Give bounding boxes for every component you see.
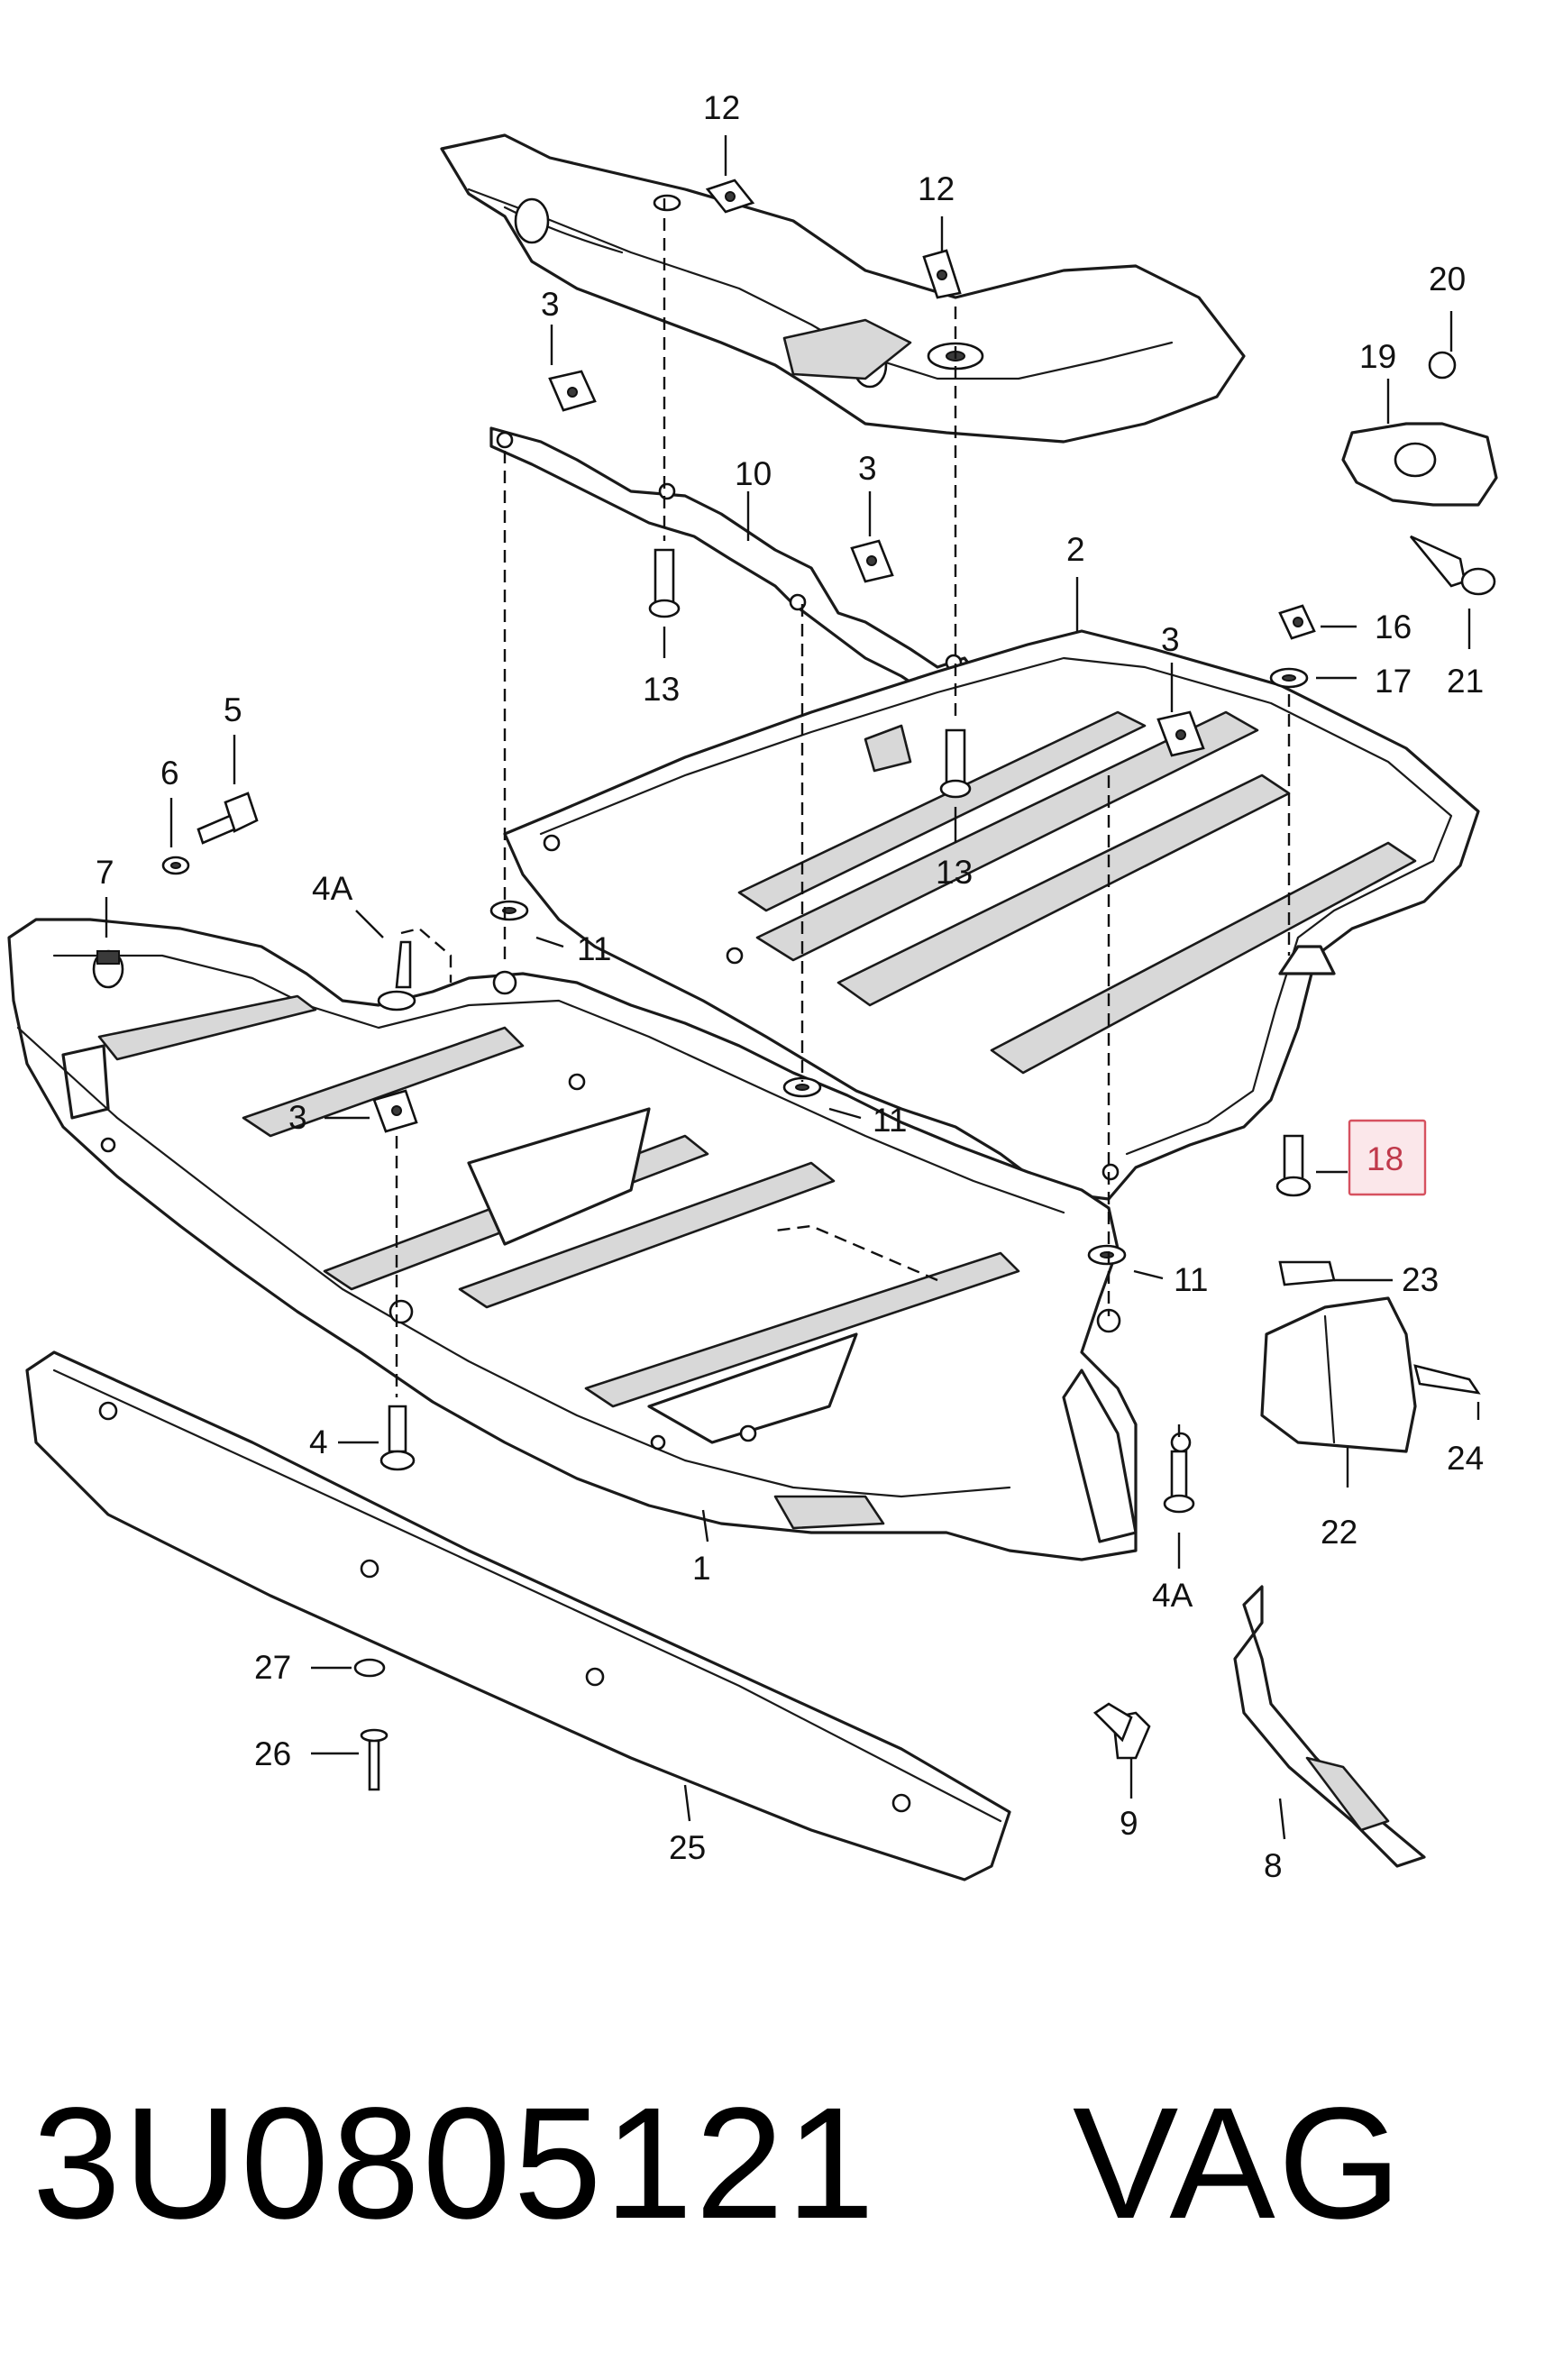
- assembly-lines: [395, 198, 1291, 1442]
- deflector-strip-25: [25, 1350, 1011, 1881]
- main-undertray-1: [7, 918, 1192, 1561]
- callout-11: 11: [577, 930, 611, 967]
- callout-24: 24: [1447, 1440, 1484, 1477]
- callout-3: 3: [288, 1099, 307, 1136]
- highlighted-callout-box: [1348, 1119, 1427, 1196]
- callout-11: 11: [873, 1102, 907, 1139]
- callout-21: 21: [1447, 663, 1484, 700]
- callout-27: 27: [254, 1649, 291, 1686]
- callout-18-highlighted: 18: [1367, 1140, 1403, 1177]
- callout-12: 12: [703, 89, 740, 126]
- callout-5: 5: [224, 691, 242, 728]
- callout-22: 22: [1321, 1514, 1357, 1551]
- callout-19: 19: [1359, 338, 1396, 375]
- fastener-cluster-left: [92, 792, 452, 1012]
- callout-16: 16: [1375, 609, 1412, 645]
- right-brackets: [1092, 351, 1498, 1868]
- callout-9: 9: [1120, 1805, 1138, 1842]
- callout-4A: 4A: [312, 870, 353, 907]
- part-number: 3U0805121: [32, 2075, 878, 2252]
- callout-1: 1: [692, 1550, 711, 1587]
- callout-13: 13: [643, 671, 680, 708]
- callout-12: 12: [918, 170, 955, 207]
- callout-26: 26: [254, 1735, 291, 1772]
- callout-3: 3: [858, 450, 877, 487]
- callout-4: 4: [309, 1423, 328, 1460]
- callout-4A: 4A: [1152, 1577, 1193, 1614]
- callout-7: 7: [96, 854, 114, 891]
- callout-3: 3: [541, 286, 560, 323]
- leader-lines: [105, 135, 1480, 1840]
- callout-23: 23: [1402, 1261, 1439, 1298]
- callout-2: 2: [1066, 531, 1085, 568]
- upper-shield-panel-2: [503, 629, 1480, 1201]
- callout-17: 17: [1375, 663, 1412, 700]
- brand-name: VAG: [1073, 2075, 1404, 2252]
- callout-10: 10: [735, 455, 772, 492]
- callout-8: 8: [1264, 1847, 1283, 1884]
- callout-25: 25: [669, 1829, 706, 1866]
- callout-labels: 12 12 3 10 3 2 3 13 13 20 19 16 17 21 5 …: [96, 89, 1484, 1884]
- callout-3: 3: [1161, 621, 1180, 658]
- callout-6: 6: [160, 755, 179, 792]
- callout-11: 11: [1174, 1261, 1208, 1298]
- clip-nuts: [372, 178, 1316, 1133]
- washers: [353, 667, 1309, 1678]
- callout-13: 13: [936, 854, 973, 891]
- subframe-crossmember: [440, 133, 1246, 444]
- callout-20: 20: [1429, 261, 1466, 298]
